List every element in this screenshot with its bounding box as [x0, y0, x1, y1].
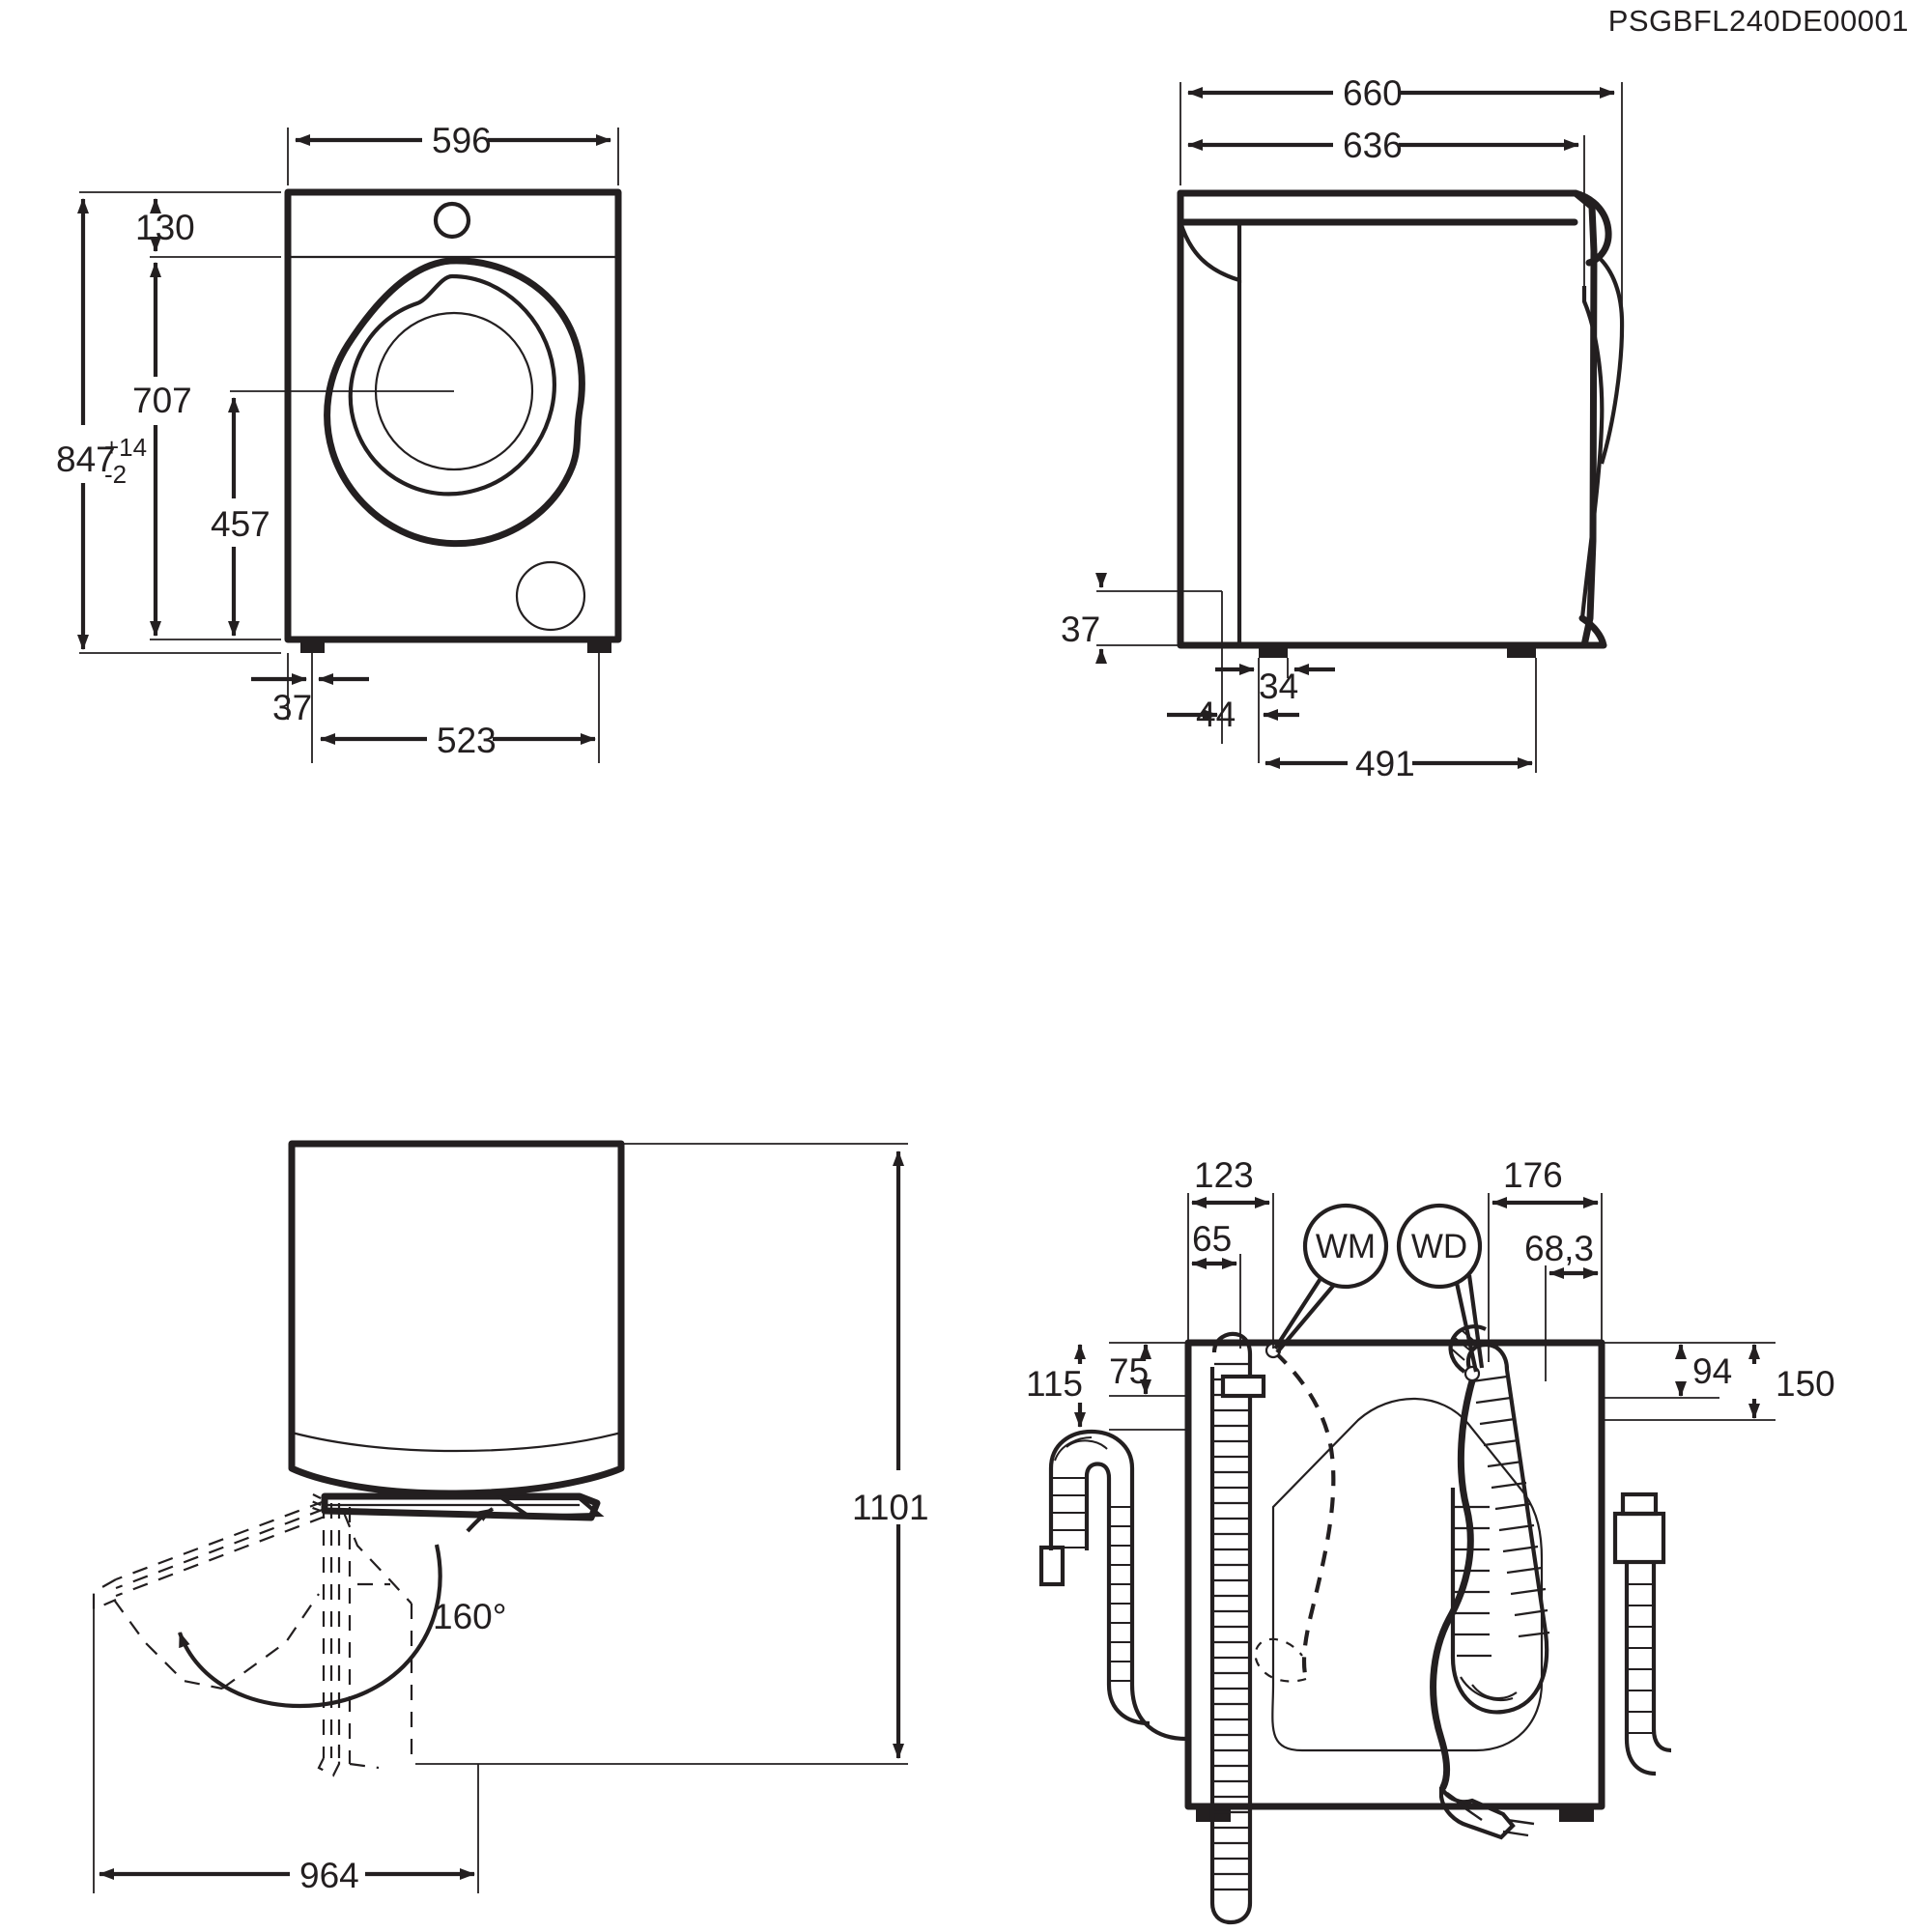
dim-596: 596 [287, 121, 619, 185]
svg-text:-2: -2 [104, 460, 127, 489]
svg-text:964: 964 [299, 1856, 359, 1895]
svg-text:596: 596 [432, 121, 492, 160]
svg-text:491: 491 [1355, 744, 1415, 783]
front-feet [300, 639, 611, 653]
dim-457: 457 [211, 390, 290, 637]
svg-text:65: 65 [1192, 1219, 1232, 1259]
front-cabinet-outline [284, 188, 622, 643]
balloon-wm-label: WM [1316, 1228, 1376, 1265]
svg-text:523: 523 [437, 721, 497, 760]
svg-text:115: 115 [1026, 1364, 1083, 1404]
drain-hose [1038, 1429, 1187, 1742]
plan-cabinet-outline [288, 1140, 625, 1497]
water-inlet-hose-left [1209, 1331, 1266, 1925]
svg-text:660: 660 [1343, 73, 1403, 113]
dim-37-side: 37 [1061, 573, 1222, 664]
balloon-wm: WM [1273, 1203, 1389, 1354]
rear-view: WM WD 123 65 [1026, 1155, 1835, 1925]
dim-123: 123 [1187, 1155, 1274, 1349]
dim-34: 34 [1215, 658, 1335, 763]
door-swing-arc [178, 1507, 495, 1709]
front-program-knob-icon [433, 201, 471, 240]
water-inlet-hose-right [1448, 1324, 1550, 1715]
dim-491: 491 [1264, 658, 1537, 783]
svg-text:+14: +14 [104, 433, 147, 462]
side-view: 660 636 37 [1061, 73, 1625, 783]
dim-150: 150 [1602, 1342, 1835, 1421]
svg-text:68,3: 68,3 [1524, 1229, 1594, 1268]
dim-37-front: 37 [251, 653, 369, 763]
side-feet [1259, 645, 1536, 658]
balloon-wd-label: WD [1411, 1228, 1467, 1265]
dim-523: 523 [320, 653, 600, 763]
dim-68-3: 68,3 [1524, 1229, 1599, 1381]
svg-text:44: 44 [1196, 695, 1236, 734]
dim-707: 707 [132, 262, 281, 640]
svg-text:94: 94 [1692, 1351, 1732, 1391]
power-cord-with-plug [1430, 1374, 1535, 1840]
door-open-view: 160° 1101 964 [92, 1140, 929, 1895]
dim-964: 964 [93, 1598, 479, 1895]
svg-text:34: 34 [1259, 667, 1298, 706]
svg-text:176: 176 [1503, 1155, 1563, 1195]
dim-660: 660 [1179, 73, 1623, 319]
svg-text:130: 130 [135, 208, 195, 247]
dim-130: 130 [135, 191, 281, 258]
front-filter-flap-icon [515, 560, 586, 632]
inlet-hose-connector-right [1612, 1492, 1672, 1776]
inlet-routing-dashed [1254, 1350, 1336, 1683]
dim-44: 44 [1167, 591, 1299, 744]
svg-text:123: 123 [1194, 1155, 1254, 1195]
hinge-ghost-lines [306, 1492, 322, 1513]
side-cabinet-outline [1177, 189, 1625, 649]
dim-115: 115 [1026, 1344, 1188, 1431]
dim-847: 847 +14 -2 [56, 191, 281, 654]
svg-text:150: 150 [1776, 1364, 1835, 1404]
open-door-plate [321, 1492, 605, 1521]
dim-75: 75 [1109, 1342, 1188, 1397]
angle-label-160: 160° [433, 1597, 507, 1636]
dim-176: 176 [1488, 1155, 1603, 1362]
svg-text:847: 847 [56, 440, 116, 479]
svg-text:75: 75 [1109, 1351, 1149, 1391]
dim-94: 94 [1602, 1342, 1732, 1399]
dim-1101: 1101 [415, 1143, 929, 1765]
balloon-wd: WD [1396, 1203, 1485, 1373]
svg-text:37: 37 [272, 688, 312, 727]
svg-text:707: 707 [132, 381, 192, 420]
drawing-number: PSGBFL240DE00001 [1607, 4, 1909, 38]
door-swing-ghost [92, 1499, 326, 1690]
svg-text:457: 457 [211, 504, 270, 544]
front-view: 596 130 707 [56, 121, 622, 763]
front-door-assembly [324, 257, 585, 548]
dim-636: 636 [1187, 126, 1585, 286]
svg-text:636: 636 [1343, 126, 1403, 165]
svg-text:1101: 1101 [852, 1488, 929, 1527]
door-hanging-ghost [317, 1503, 413, 1777]
dim-65: 65 [1191, 1219, 1241, 1349]
svg-text:37: 37 [1061, 610, 1100, 649]
